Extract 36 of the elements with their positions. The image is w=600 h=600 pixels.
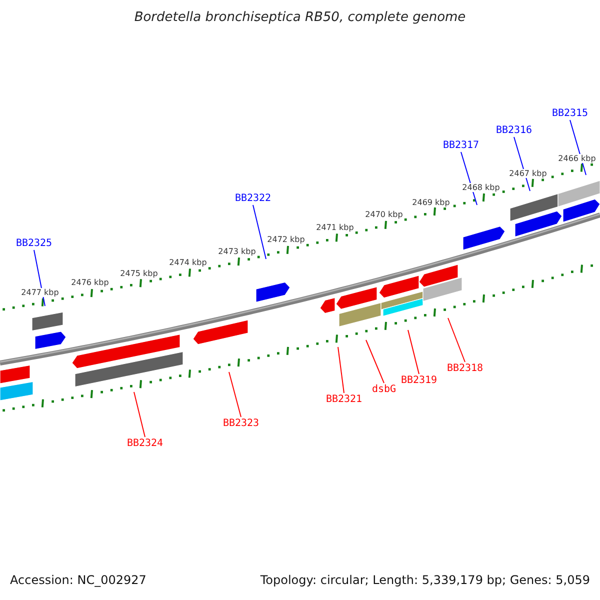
scale-label: 2467 kbp [508, 169, 548, 178]
leader-line [570, 120, 586, 176]
scale-label: 2475 kbp [119, 268, 159, 278]
gene-label: BB2319 [400, 375, 438, 386]
gene-label: BB2324 [126, 438, 164, 449]
scale-label: 2469 kbp [411, 198, 451, 207]
gene-label: BB2318 [446, 363, 484, 374]
gene-label: BB2323 [222, 418, 260, 429]
scale-label: 2468 kbp [461, 183, 501, 192]
gene-label: BB2316 [496, 125, 532, 136]
leader-line [252, 204, 266, 260]
scale-label: 2474 kbp [168, 258, 208, 268]
leader-line [514, 136, 530, 192]
scale-label: 2471 kbp [315, 223, 355, 232]
scale-label: 2476 kbp [70, 278, 110, 288]
gene-label: BB2317 [442, 140, 480, 151]
leader-line [338, 346, 344, 394]
leader-line [366, 340, 384, 384]
scale-label: 2477 kbp [20, 288, 60, 297]
title: Bordetella bronchiseptica RB50, complete genome [133, 10, 467, 25]
scale-label: 2466 kbp [557, 154, 597, 164]
gene-label: BB2322 [234, 193, 272, 204]
leader-line [228, 372, 242, 418]
leader-line [134, 392, 146, 438]
gene-label: BB2321 [326, 394, 362, 405]
gene-label: BB2325 [16, 238, 52, 249]
gene-label: BB2315 [552, 108, 588, 119]
scale-label: 2472 kbp [266, 235, 306, 244]
genome-info-text: Topology: circular; Length: 5,339,179 bp; Genes: 5,059 [260, 573, 590, 587]
leader-line [448, 318, 466, 362]
leader-line [34, 250, 46, 306]
leader-line [408, 330, 420, 374]
scale-label: 2470 kbp [364, 210, 404, 220]
accession-text: Accession: NC_002927 [10, 573, 146, 587]
scale-label: 2473 kbp [217, 247, 257, 256]
gene-label: dsbG [372, 384, 396, 395]
